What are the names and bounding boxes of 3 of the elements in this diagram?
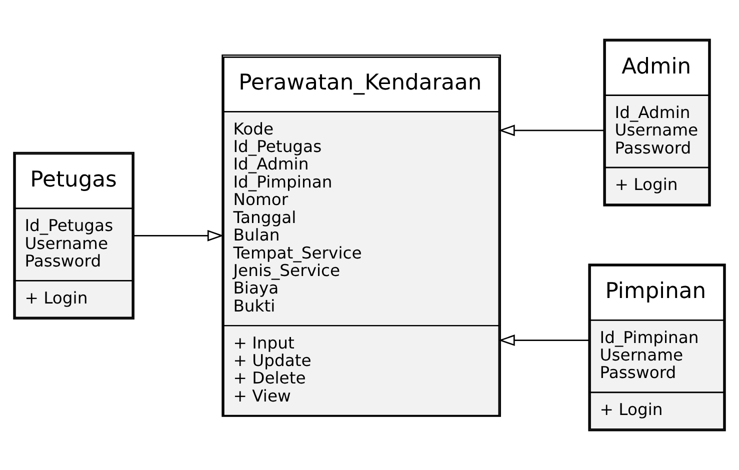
arrow bbox=[498, 334, 589, 346]
arrow bbox=[134, 230, 224, 242]
arrow bbox=[498, 124, 604, 136]
